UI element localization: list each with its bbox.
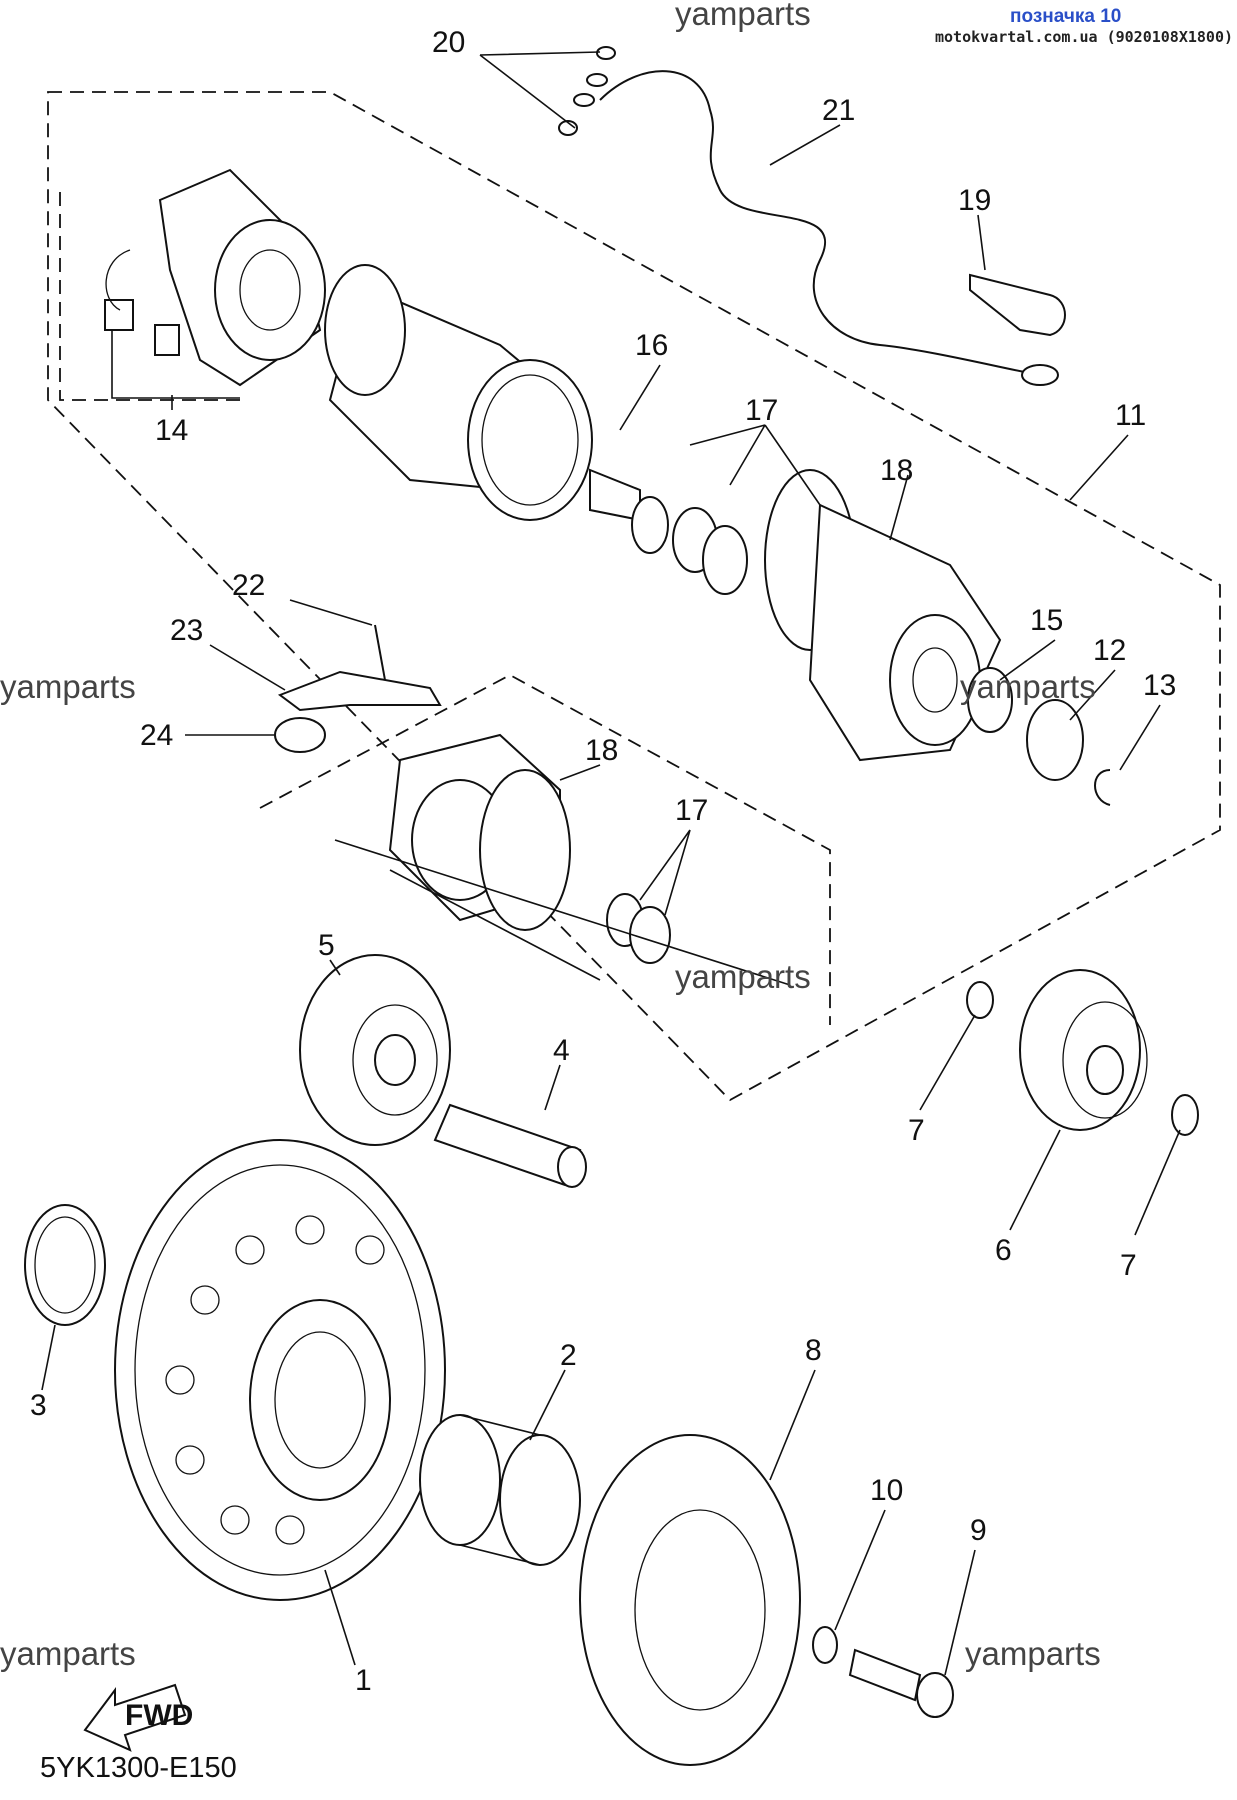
washer-3 — [24, 1204, 106, 1326]
fwd-label: FWD — [125, 1699, 193, 1732]
callout-16: 16 — [635, 329, 668, 362]
washer-10 — [812, 1626, 838, 1664]
through-bolt-upper — [334, 839, 791, 986]
watermark-bottom-right: yamparts — [965, 1635, 1101, 1672]
callout-23: 23 — [170, 614, 203, 647]
needle-bearing-2 — [419, 1414, 581, 1566]
brush-holder-14 — [104, 168, 326, 399]
sub-assembly-outline — [259, 673, 831, 1025]
watermark-top: yamparts — [675, 0, 811, 32]
starter-gear-6 — [1019, 969, 1148, 1131]
callout-19: 19 — [958, 184, 991, 217]
o-ring-18-lower — [479, 769, 571, 931]
callout-20: 20 — [432, 26, 465, 59]
starter-clutch-8 — [579, 1434, 801, 1766]
bolt-9 — [848, 1648, 954, 1718]
watermark-right: yamparts — [960, 668, 1096, 705]
callout-4: 4 — [553, 1034, 570, 1067]
assembly-11-outline — [47, 91, 1221, 1102]
watermarks: yamparts yamparts yamparts yamparts yamp… — [0, 0, 1101, 1672]
callout-24: 24 — [140, 719, 173, 752]
callout-9: 9 — [970, 1514, 987, 1547]
callout-7-left: 7 — [908, 1114, 925, 1147]
callout-13: 13 — [1143, 669, 1176, 702]
callout-14: 14 — [155, 414, 188, 447]
callout-1: 1 — [355, 1664, 372, 1697]
washer-7-left — [966, 981, 994, 1019]
callout-21: 21 — [822, 94, 855, 127]
pinion-gear-12 — [1026, 699, 1084, 781]
callout-18-lower: 18 — [585, 734, 618, 767]
callout-7-right: 7 — [1120, 1249, 1137, 1282]
callout-2: 2 — [560, 1339, 577, 1372]
callout-22: 22 — [232, 569, 265, 602]
watermark-center: yamparts — [675, 958, 811, 995]
bolt-22 — [374, 624, 386, 681]
watermark-left: yamparts — [0, 668, 136, 705]
leader-lines — [41, 51, 1181, 1676]
plug-cap-19 — [969, 273, 1066, 337]
callout-18-upper: 18 — [880, 454, 913, 487]
callout-12: 12 — [1093, 634, 1126, 667]
watermark-bottom-left: yamparts — [0, 1635, 136, 1672]
callout-17-lower: 17 — [675, 794, 708, 827]
washer-7-right — [1171, 1094, 1199, 1136]
shaft-4 — [433, 1103, 587, 1188]
washers-17-upper — [631, 496, 748, 595]
bracket-23 — [277, 670, 442, 712]
callout-3: 3 — [30, 1389, 47, 1422]
callout-15: 15 — [1030, 604, 1063, 637]
damper-24 — [274, 717, 326, 753]
circlip-13 — [1094, 769, 1111, 806]
callout-11: 11 — [1115, 399, 1146, 432]
header-link[interactable]: позначка 10 — [1010, 6, 1122, 27]
callout-8: 8 — [805, 1334, 822, 1367]
callout-10: 10 — [870, 1474, 903, 1507]
through-bolt-lower — [389, 869, 601, 981]
starter-lead-wire — [599, 70, 1041, 376]
nut-group-20 — [558, 46, 616, 136]
header-site-info: motokvartal.com.ua (9020108X1800) — [935, 28, 1234, 46]
washers-17-lower — [606, 893, 671, 964]
o-ring-15 — [967, 667, 1013, 733]
rear-cover — [808, 503, 1002, 762]
callout-6: 6 — [995, 1234, 1012, 1267]
starter-motor-yoke — [324, 264, 641, 522]
brush-holder-outline — [59, 192, 240, 401]
terminal-ring — [1021, 364, 1059, 386]
callout-5: 5 — [318, 929, 335, 962]
callout-17-upper: 17 — [745, 394, 778, 427]
callout-numbers: 1 2 3 4 5 6 7 7 8 9 10 11 12 13 14 15 16… — [30, 26, 1176, 1697]
diagram-code: 5YK1300-E150 — [40, 1752, 237, 1784]
idle-gear-5 — [299, 954, 451, 1146]
starter-wheel-gear-1 — [114, 1139, 446, 1601]
fwd-arrow: FWD — [83, 1683, 193, 1752]
